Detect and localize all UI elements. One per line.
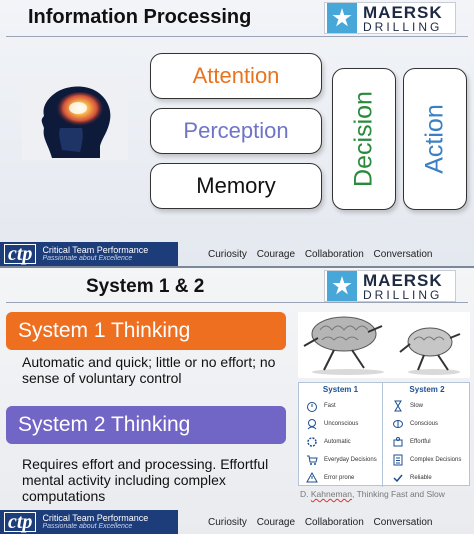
- ctp-logo-bar: ctp Critical Team Performance Passionate…: [0, 510, 178, 534]
- maersk-star-icon: [327, 271, 357, 301]
- ctp-logo: ctp: [4, 244, 37, 264]
- ctp-logo: ctp: [4, 512, 37, 532]
- gears-icon: [305, 435, 319, 449]
- system2-column-header: System 2: [409, 385, 445, 394]
- ctp-logo-bar: ctp Critical Team Performance Passionate…: [0, 242, 178, 266]
- error-icon: [305, 471, 319, 485]
- value-collaboration: Collaboration: [304, 516, 364, 528]
- table-row: Conscious: [385, 415, 469, 433]
- logo-word-drilling: DRILLING: [363, 287, 443, 302]
- table-row: Unconscious: [299, 415, 382, 433]
- memory-label: Memory: [196, 173, 276, 198]
- perception-box: Perception: [150, 108, 322, 154]
- value-courage: Courage: [256, 248, 296, 260]
- logo-word-drilling: DRILLING: [363, 19, 443, 34]
- table-cell: Automatic: [324, 439, 351, 445]
- table-cell: Conscious: [410, 421, 439, 427]
- slide-divider: [0, 266, 474, 268]
- values-list: Curiosity Courage Collaboration Conversa…: [208, 517, 438, 528]
- slide-footer: ctp Critical Team Performance Passionate…: [0, 242, 474, 266]
- checkmark-icon: [391, 471, 405, 485]
- value-conversation: Conversation: [373, 248, 433, 260]
- table-cell: Everyday Decisions: [324, 457, 377, 463]
- system2-description: Requires effort and processing. Effortfu…: [22, 456, 269, 504]
- weight-icon: [391, 435, 405, 449]
- logo-word-maersk: MAERSK: [363, 2, 443, 22]
- system1-title: System 1 Thinking: [18, 319, 191, 342]
- slide-title: Information Processing: [28, 6, 252, 28]
- table-cell: Complex Decisions: [410, 457, 462, 463]
- table-cell: Error prone: [324, 475, 355, 481]
- table-row: Fast: [299, 397, 382, 415]
- system1-banner: System 1 Thinking: [6, 312, 286, 350]
- brain-icon: [391, 417, 405, 431]
- attention-label: Attention: [192, 63, 280, 88]
- table-cell: Unconscious: [324, 421, 359, 427]
- citation-author: Kahneman: [310, 489, 352, 499]
- system1-column-header: System 1: [322, 385, 359, 394]
- maersk-star-icon: [327, 3, 357, 33]
- table-row: Slow: [385, 397, 469, 415]
- action-label: Action: [420, 104, 449, 174]
- table-cell: Reliable: [410, 475, 432, 481]
- value-curiosity: Curiosity: [208, 516, 247, 528]
- decision-label: Decision: [349, 91, 378, 187]
- memory-box: Memory: [150, 163, 322, 209]
- citation-title: , Thinking Fast and Slow: [352, 489, 445, 499]
- citation: D. Kahneman, Thinking Fast and Slow: [300, 489, 445, 499]
- citation-prefix: D.: [300, 489, 311, 499]
- slide-footer: ctp Critical Team Performance Passionate…: [0, 510, 474, 534]
- stopwatch-icon: [305, 399, 319, 413]
- table-row: Effortful: [385, 433, 469, 451]
- table-row: Automatic: [299, 433, 382, 451]
- action-box: Action: [403, 68, 467, 210]
- table-row: Error prone: [299, 469, 382, 487]
- table-cell: Slow: [410, 403, 424, 409]
- value-courage: Courage: [256, 516, 296, 528]
- brain-head-icon: [22, 80, 128, 160]
- maersk-drilling-logo: MAERSK DRILLING: [324, 2, 456, 34]
- table-cell: Fast: [324, 403, 336, 409]
- head-icon: [305, 417, 319, 431]
- table-row: Everyday Decisions: [299, 451, 382, 469]
- values-list: Curiosity Courage Collaboration Conversa…: [208, 249, 438, 260]
- ctp-name: Critical Team Performance: [42, 512, 149, 523]
- system2-column: System 2 Slow Conscious Effortful Comple…: [385, 383, 469, 487]
- cart-icon: [305, 453, 319, 467]
- maersk-drilling-logo: MAERSK DRILLING: [324, 270, 456, 302]
- hourglass-icon: [391, 399, 405, 413]
- decision-box: Decision: [332, 68, 396, 210]
- title-underline: [6, 302, 468, 303]
- table-row: Reliable: [385, 469, 469, 487]
- system2-banner: System 2 Thinking: [6, 406, 286, 444]
- system2-title: System 2 Thinking: [18, 413, 191, 436]
- value-collaboration: Collaboration: [304, 248, 364, 260]
- attention-box: Attention: [150, 53, 322, 99]
- table-row: Complex Decisions: [385, 451, 469, 469]
- checklist-icon: [391, 453, 405, 467]
- ctp-tagline: Passionate about Excellence: [42, 523, 133, 531]
- title-underline: [6, 36, 468, 37]
- system1-description: Automatic and quick; little or no effort…: [22, 354, 276, 386]
- running-brains-icon: [298, 312, 470, 378]
- value-curiosity: Curiosity: [208, 248, 247, 260]
- ctp-tagline: Passionate about Excellence: [42, 255, 133, 263]
- slide-title: System 1 & 2: [86, 276, 205, 297]
- system-comparison-table: System 1 Fast Unconscious Automatic Ever…: [298, 382, 470, 487]
- system1-column: System 1 Fast Unconscious Automatic Ever…: [299, 383, 383, 487]
- table-cell: Effortful: [410, 439, 431, 445]
- value-conversation: Conversation: [373, 516, 433, 528]
- slide-information-processing: Information Processing MAERSK DRILLING: [0, 0, 474, 266]
- logo-word-maersk: MAERSK: [363, 270, 443, 290]
- ctp-name: Critical Team Performance: [42, 244, 149, 255]
- perception-label: Perception: [183, 118, 289, 143]
